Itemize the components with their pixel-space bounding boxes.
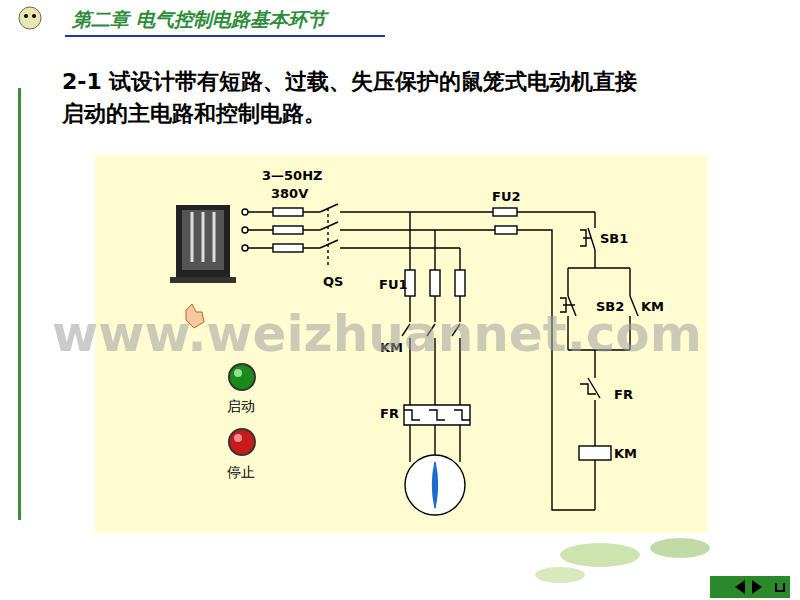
slide-title: 2-1 试设计带有短路、过载、失压保护的鼠笼式电动机直接启动的主电路和控制电路。	[62, 66, 652, 130]
fuse-label: FU1	[379, 277, 407, 292]
fuse-label: FU2	[492, 189, 520, 204]
button-caption: 启动	[227, 398, 255, 416]
relay-label: FR	[380, 406, 399, 421]
button-label: SB1	[600, 231, 628, 246]
coil-label: KM	[614, 446, 637, 461]
switch-label: QS	[323, 274, 343, 289]
watermark: www.weizhuannet.com	[52, 305, 702, 363]
supply-label: 3—50HZ	[262, 168, 322, 183]
relay-label: FR	[614, 387, 633, 402]
voltage-label: 380V	[271, 186, 308, 201]
button-caption: 停止	[227, 464, 255, 482]
chapter-header: 第二章 电气控制电路基本环节	[72, 7, 326, 33]
